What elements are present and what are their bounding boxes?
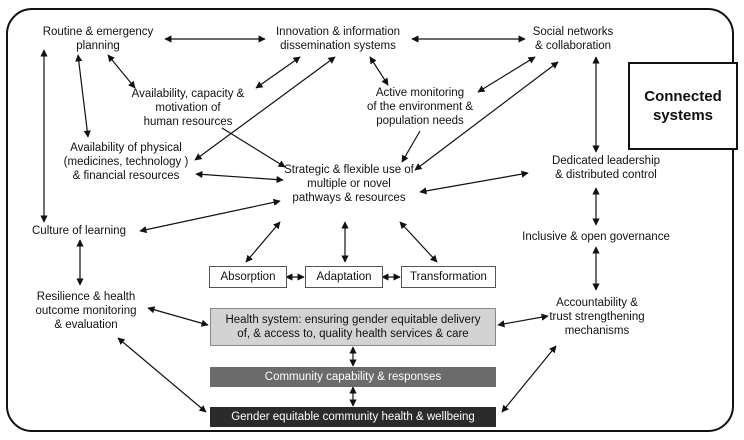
arrow-physical-strategic (195, 170, 284, 184)
box-community-capability: Community capability & responses (210, 367, 496, 387)
node-physical-resources: Availability of physical(medicines, tech… (63, 142, 189, 182)
arrow-accountability-healthsystem (497, 313, 549, 328)
arrow-innovation-human (255, 56, 301, 89)
box-health-system: Health system: ensuring gender equitable… (210, 308, 496, 346)
box-gender-equitable-wellbeing: Gender equitable community health & well… (210, 407, 496, 427)
arrow-accountability-wellbeing (501, 345, 557, 413)
arrow-human-strategic (221, 127, 286, 168)
arrow-monitoring-strategic (401, 130, 421, 163)
node-dedicated-leadership: Dedicated leadership& distributed contro… (551, 155, 661, 181)
arrow-strategic-learning (139, 198, 281, 234)
box-transformation: Transformation (401, 266, 496, 288)
box-absorption: Absorption (209, 266, 287, 288)
arrow-strategic-transformation (399, 221, 438, 263)
arrow-strategic-absorption (245, 221, 281, 263)
arrow-social-strategic (414, 61, 559, 171)
arrow-routine-human (107, 54, 136, 89)
arrow-social-monitoring (477, 56, 536, 93)
node-inclusive-governance: Inclusive & open governance (522, 231, 670, 243)
node-social-networks: Social networks& collaboration (532, 26, 614, 52)
arrow-innovation-physical (194, 56, 336, 161)
arrow-resilience-healthsystem (147, 306, 209, 327)
arrow-routine-physical (75, 54, 91, 138)
node-culture-learning: Culture of learning (32, 225, 126, 237)
arrow-strategic-leadership (419, 170, 529, 195)
arrow-resilience-wellbeing (117, 337, 207, 413)
box-adaptation: Adaptation (305, 266, 383, 288)
arrow-innovation-monitoring (369, 56, 389, 86)
